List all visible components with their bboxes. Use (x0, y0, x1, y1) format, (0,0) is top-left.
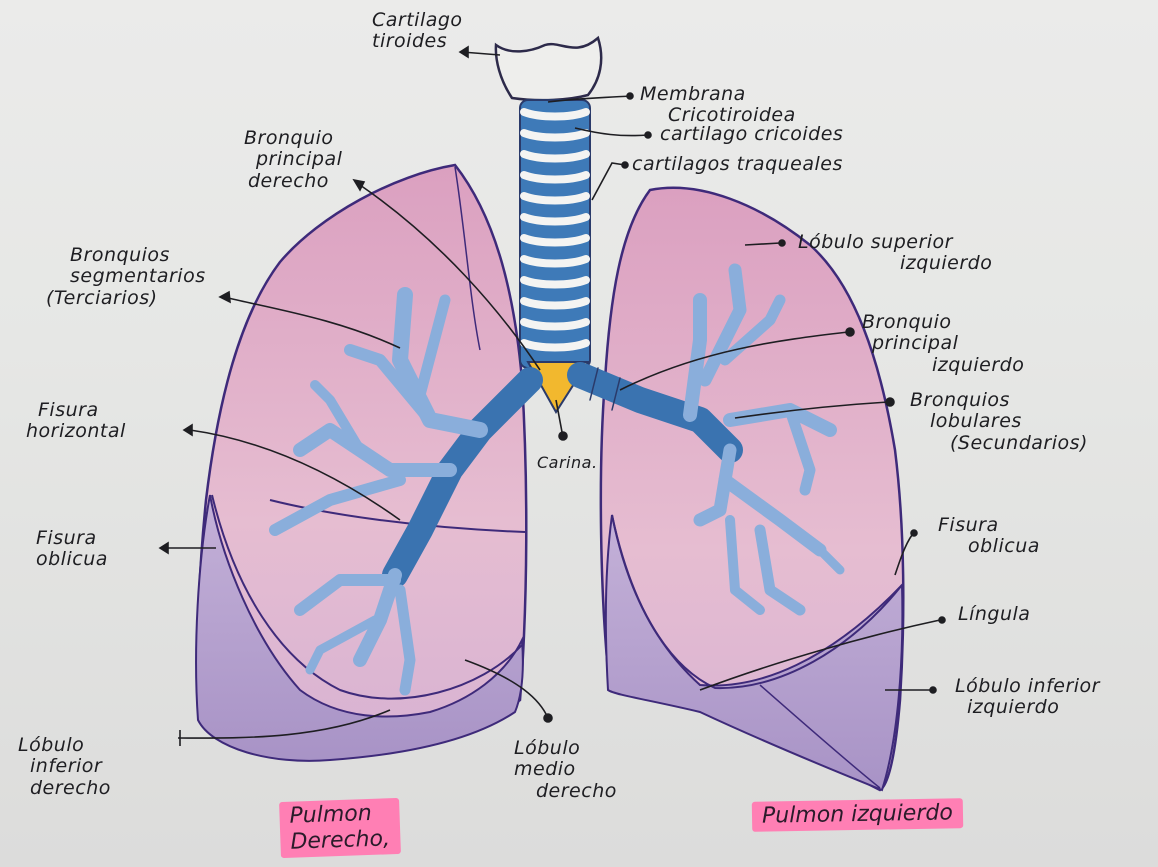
tracheal-ring (524, 217, 586, 222)
label-line: principal (244, 149, 342, 170)
label-line: principal (862, 333, 1024, 354)
label-line: izquierdo (955, 697, 1100, 718)
leader-bronquio-izquierdo-dot (846, 328, 854, 336)
label-line: oblicua (938, 536, 1040, 557)
tracheal-ring (524, 259, 586, 264)
leader-traqueales (592, 163, 625, 200)
label-cartilago-tiroides: Cartilago tiroides (372, 10, 463, 53)
tracheal-ring (524, 196, 586, 201)
thyroid-cartilage (496, 38, 601, 100)
label-carina: Carina. (537, 454, 598, 472)
label-line: lobulares (910, 411, 1088, 432)
title-line: Pulmon (289, 800, 389, 829)
label-cartilagos-traqueales: cartilagos traqueales (632, 154, 843, 175)
title-line: Pulmon izquierdo (762, 800, 953, 829)
leader-fisura-oblicua-der-arrow (160, 543, 168, 553)
label-line: Língula (958, 604, 1030, 625)
leader-segmentarios-arrow (220, 292, 230, 302)
label-line: Bronquio (244, 128, 342, 149)
tracheal-ring (524, 112, 586, 117)
label-line: Bronquios (910, 390, 1088, 411)
leader-fisura-horizontal-arrow (184, 425, 192, 435)
tracheal-ring (524, 280, 586, 285)
label-fisura-horizontal: Fisura horizontal (26, 400, 126, 443)
leader-lobulares-dot (886, 398, 894, 406)
label-cartilago-cricoides: cartilago cricoides (660, 124, 843, 145)
label-line: izquierdo (798, 253, 992, 274)
label-line: Lóbulo superior (798, 232, 992, 253)
label-line: cartilago cricoides (660, 124, 843, 145)
leader-cricoides-dot (645, 132, 651, 138)
tracheal-ring (524, 301, 586, 306)
leader-lobulo-medio-der-dot (544, 714, 552, 722)
label-line: Cartilago (372, 10, 463, 31)
label-lobulo-inferior-izquierdo: Lóbulo inferior izquierdo (955, 676, 1100, 719)
label-line: Lóbulo (18, 735, 111, 756)
leader-fisura-oblicua-izq-dot (911, 530, 917, 536)
label-lobulo-superior-izquierdo: Lóbulo superior izquierdo (798, 232, 992, 275)
tracheal-ring (524, 322, 586, 327)
leader-lobulo-inferior-izq-dot (930, 687, 936, 693)
label-fisura-oblicua-derecha: Fisura oblicua (36, 528, 108, 571)
leader-traqueales-dot (622, 162, 628, 168)
label-bronquios-lobulares: Bronquios lobulares (Secundarios) (910, 390, 1088, 454)
right-lung (196, 165, 526, 761)
label-line: Membrana (640, 84, 796, 105)
title-pulmon-izquierdo: Pulmon izquierdo (752, 798, 963, 832)
label-lobulo-medio-derecho: Lóbulo medio derecho (514, 738, 617, 802)
label-line: inferior (18, 756, 111, 777)
leader-lingula-dot (939, 617, 945, 623)
label-bronquio-principal-derecho: Bronquio principal derecho (244, 128, 342, 192)
label-lobulo-inferior-derecho: Lóbulo inferior derecho (18, 735, 111, 799)
label-line: Fisura (26, 400, 126, 421)
tracheal-ring (524, 175, 586, 180)
label-line: horizontal (26, 421, 126, 442)
label-line: segmentarios (70, 266, 206, 287)
label-lingula: Língula (958, 604, 1030, 625)
label-line: Bronquios (70, 245, 206, 266)
label-line: derecho (514, 781, 617, 802)
label-line: Bronquio (862, 312, 1024, 333)
left-lung (601, 188, 903, 790)
title-pulmon-derecho: Pulmon Derecho, (279, 798, 400, 858)
tracheal-ring (524, 154, 586, 159)
leader-membrana-dot (627, 93, 633, 99)
label-line: Fisura (36, 528, 108, 549)
label-line: cartilagos traqueales (632, 154, 843, 175)
label-line: derecho (244, 171, 342, 192)
label-bronquio-principal-izquierdo: Bronquio principal izquierdo (862, 312, 1024, 376)
label-line: izquierdo (862, 355, 1024, 376)
leader-carina-dot (559, 432, 567, 440)
label-line: (Secundarios) (910, 433, 1088, 454)
label-line: medio (514, 759, 617, 780)
label-line: Lóbulo (514, 738, 617, 759)
tracheal-ring (524, 343, 586, 348)
leader-lobulo-superior-izq-dot (779, 240, 785, 246)
title-line: Derecho, (290, 826, 390, 855)
label-bronquios-segmentarios: Bronquios segmentarios (Terciarios) (70, 245, 206, 309)
label-line: Fisura (938, 515, 1040, 536)
label-line: Carina. (537, 454, 598, 472)
label-fisura-oblicua-izquierda: Fisura oblicua (938, 515, 1040, 558)
tracheal-ring (524, 133, 586, 138)
leader-bronquio-derecho-arrow (354, 180, 364, 190)
label-line: tiroides (372, 31, 463, 52)
label-line: derecho (18, 778, 111, 799)
label-line: oblicua (36, 549, 108, 570)
label-membrana-cricotiroidea: Membrana Cricotiroidea (640, 84, 796, 127)
tracheal-ring (524, 238, 586, 243)
label-line: (Terciarios) (46, 288, 206, 309)
label-line: Lóbulo inferior (955, 676, 1100, 697)
